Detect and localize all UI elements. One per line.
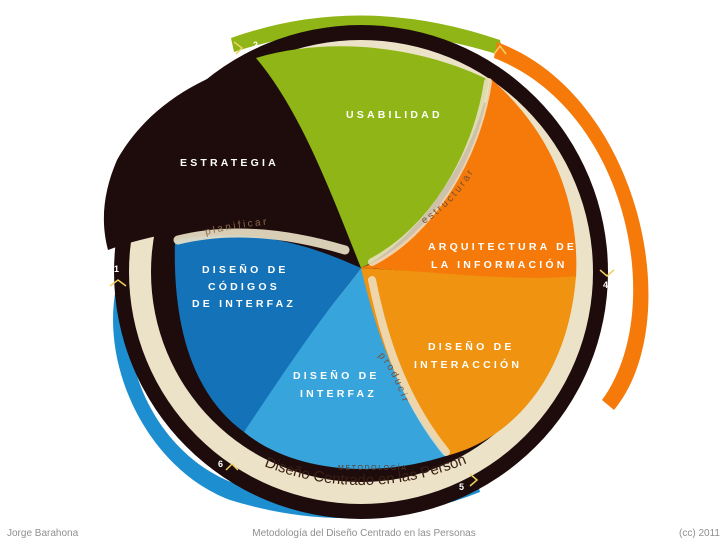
svg-text:4: 4 xyxy=(603,280,608,290)
outer-arc-orange xyxy=(494,42,649,410)
segment-codigos xyxy=(174,235,361,432)
svg-text:2: 2 xyxy=(253,40,258,50)
estructurar-stroke xyxy=(368,78,492,266)
label-interaccion: DISEÑO DE INTERACCIÓN xyxy=(414,340,522,371)
stage-marker-3: 3 xyxy=(493,44,508,72)
producir-stroke xyxy=(368,276,450,456)
segment-estrategia xyxy=(103,60,362,268)
footer-slide-title: Metodología del Diseño Centrado en las P… xyxy=(252,528,476,539)
stage-marker-2: 2 xyxy=(233,40,258,55)
segment-usabilidad xyxy=(256,46,489,268)
segment-interfaz xyxy=(244,268,446,469)
svg-text:3: 3 xyxy=(503,62,508,72)
methodology-label: METODOLOGÍA xyxy=(338,463,408,472)
segment-arquitectura xyxy=(361,78,577,280)
stage-marker-1: 1 xyxy=(109,264,127,287)
svg-text:1: 1 xyxy=(114,264,119,274)
label-usabilidad: USABILIDAD xyxy=(346,109,443,121)
svg-text:5: 5 xyxy=(459,482,464,492)
stage-marker-5: 5 xyxy=(459,473,479,492)
stage-marker-4: 4 xyxy=(599,269,615,290)
stage-marker-6: 6 xyxy=(218,459,239,471)
footer-author: Jorge Barahona xyxy=(7,528,79,539)
footer-license: (cc) 2011 xyxy=(679,528,720,539)
planificar-stroke xyxy=(173,228,350,255)
label-arquitectura: ARQUITECTURA DE LA INFORMACIÓN xyxy=(428,241,583,271)
svg-text:6: 6 xyxy=(218,459,223,469)
label-estrategia: ESTRATEGIA xyxy=(180,157,279,169)
label-interfaz: DISEÑO DE INTERFAZ xyxy=(293,369,386,400)
label-codigos: DISEÑO DE CÓDIGOS DE INTERFAZ xyxy=(192,263,296,310)
outer-arc-green xyxy=(231,15,503,56)
